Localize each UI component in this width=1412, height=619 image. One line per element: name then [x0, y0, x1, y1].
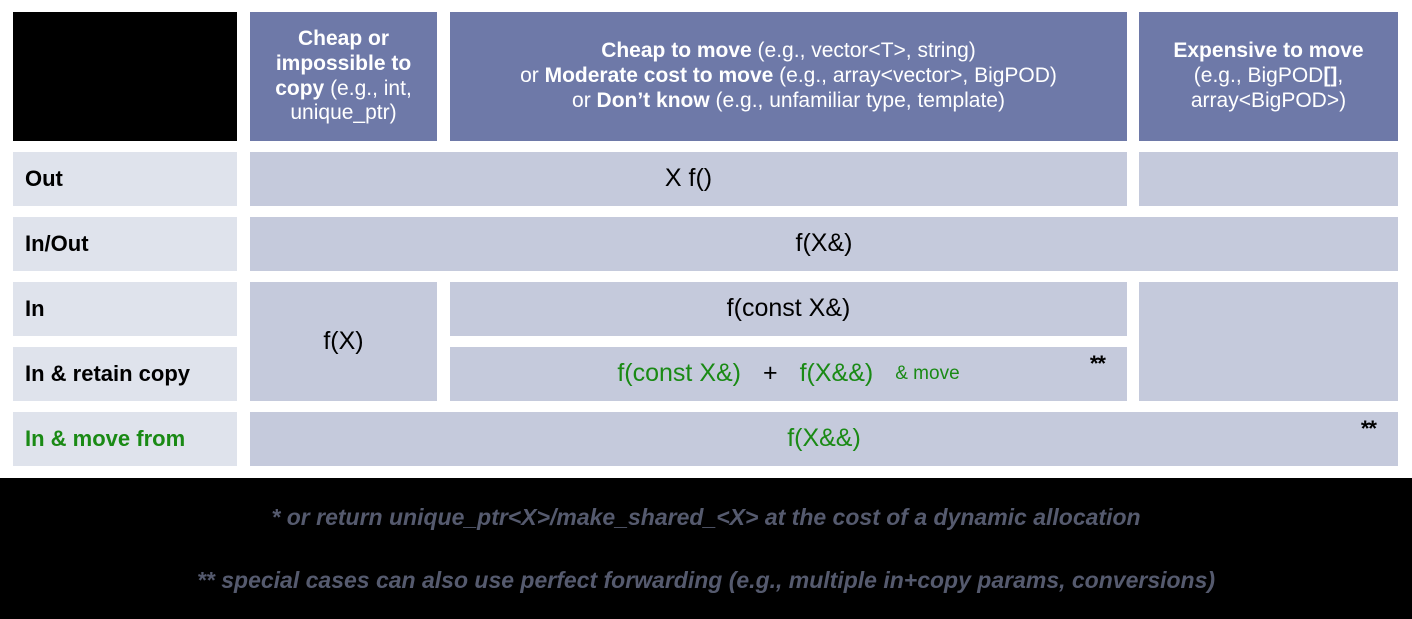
footnote-single-star: * or return unique_ptr<X>/make_shared_<X… — [271, 504, 1141, 530]
hdr2-line2-pre: or — [520, 64, 545, 88]
cell-in-const-ref: f(const X&) — [450, 282, 1127, 336]
hdr2-line1-bold: Cheap to move — [601, 39, 752, 63]
cell-out-movable: X f() — [250, 152, 1127, 206]
hdr1-line1: Cheap or — [297, 26, 389, 50]
hdr2-line2-bold: Moderate cost to move — [544, 64, 774, 88]
header-cheap-or-impossible-to-copy: Cheap or impossible to copy (e.g., int, … — [250, 12, 437, 141]
hdr3-line3: array<BigPOD>) — [1190, 88, 1347, 112]
cell-in-out-all: f(X&) — [250, 217, 1398, 271]
cell-in-retain-copy-movable: f(const X&) + f(X&&) & move ** — [450, 347, 1127, 401]
header-cheap-to-move: Cheap to move (e.g., vector<T>, string) … — [450, 12, 1127, 141]
row-label-out: Out — [13, 152, 237, 206]
hdr1-line3-bold: copy — [275, 76, 325, 100]
footnote-double-star: ** special cases can also use perfect fo… — [196, 567, 1216, 593]
cell-in-out-text: f(X&) — [795, 229, 853, 258]
cell-in-move-from-text: f(X&&) — [787, 424, 861, 453]
row-label-in-retain-copy-text: In & retain copy — [25, 361, 191, 387]
footnote-marker-move-from: ** — [1360, 416, 1377, 441]
combo-const-ref: f(const X&) — [617, 359, 741, 388]
cell-in-cheap-copy-fx: f(X) — [250, 282, 437, 401]
row-label-in-text: In — [25, 296, 45, 322]
header-corner-blank — [13, 12, 237, 141]
hdr2-line1-rest: (e.g., vector<T>, string) — [751, 39, 976, 63]
hdr3-line2-rest: (e.g., BigPOD — [1193, 64, 1324, 88]
combo-plus: + — [763, 359, 778, 388]
cell-in-const-ref-text: f(const X&) — [726, 294, 851, 323]
cell-in-retain-copy-combo: f(const X&) + f(X&&) & move — [450, 359, 1127, 389]
cell-in-move-from-all: f(X&&) ** — [250, 412, 1398, 466]
hdr1-line3-rest: (e.g., int, — [324, 76, 412, 100]
hdr2-line3-bold: Don’t know — [596, 88, 710, 112]
hdr1-line4: unique_ptr) — [290, 101, 397, 125]
hdr1-line2: impossible to — [275, 51, 412, 75]
cell-out-expensive — [1139, 152, 1398, 206]
footnote-marker-retain-copy: ** — [1089, 351, 1106, 376]
combo-rvalue-ref: f(X&&) — [799, 359, 874, 388]
header-expensive-to-move: Expensive to move (e.g., BigPOD[], array… — [1139, 12, 1398, 141]
hdr3-line2-tail: , — [1337, 64, 1344, 88]
row-label-in-move-from: In & move from — [13, 412, 237, 466]
hdr3-line1: Expensive to move — [1173, 39, 1364, 63]
row-label-in-retain-copy: In & retain copy — [13, 347, 237, 401]
cell-in-fx-text: f(X) — [323, 326, 364, 355]
row-label-in-out-text: In/Out — [25, 231, 89, 257]
hdr2-line3-pre: or — [572, 88, 597, 112]
footnotes-band: * or return unique_ptr<X>/make_shared_<X… — [0, 478, 1412, 619]
row-label-in-out: In/Out — [13, 217, 237, 271]
combo-and-move: & move — [895, 362, 960, 384]
cell-in-expensive — [1139, 282, 1398, 401]
hdr3-line2-brackets: [] — [1323, 64, 1338, 88]
hdr2-line2-rest: (e.g., array<vector>, BigPOD) — [773, 64, 1057, 88]
row-label-in: In — [13, 282, 237, 336]
cell-out-movable-text: X f() — [664, 164, 713, 193]
row-label-in-move-from-text: In & move from — [25, 426, 186, 452]
row-label-out-text: Out — [25, 166, 63, 192]
hdr2-line3-rest: (e.g., unfamiliar type, template) — [709, 88, 1005, 112]
